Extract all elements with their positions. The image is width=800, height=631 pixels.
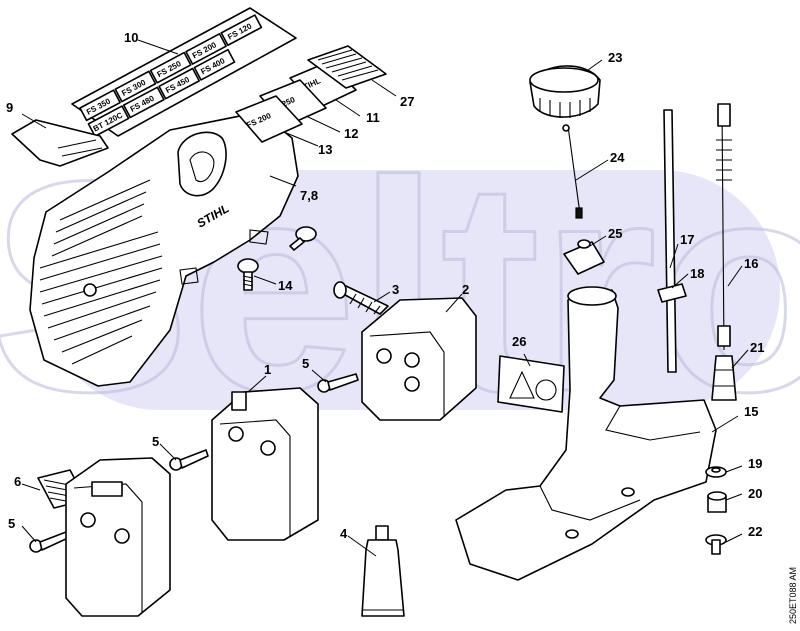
callout-17: 17: [680, 232, 694, 247]
callout-4: 4: [340, 526, 348, 541]
callout-22: 22: [748, 524, 762, 539]
callout-1: 1: [264, 362, 271, 377]
retainer-part-25: [563, 239, 605, 275]
screw-part-5-middle: [169, 449, 209, 471]
callout-6: 6: [14, 474, 21, 489]
callout-10: 10: [124, 30, 138, 45]
pickup-body-part-16: [716, 103, 732, 351]
callout-7-8: 7,8: [300, 188, 318, 203]
callout-26: 26: [512, 334, 526, 349]
leader-lines: [21, 39, 749, 557]
screw-part-7-8-fastener: [289, 226, 317, 251]
callout-20: 20: [748, 486, 762, 501]
screw-part-22: [705, 534, 727, 555]
callout-18: 18: [690, 266, 704, 281]
screw-part-14: [237, 258, 259, 291]
filter-pad-part-27: [307, 45, 387, 89]
callout-15: 15: [744, 404, 758, 419]
air-filter-part-1: [211, 387, 319, 541]
callout-21: 21: [750, 340, 764, 355]
callout-3: 3: [392, 282, 399, 297]
callout-16: 16: [744, 256, 758, 271]
screw-part-5-upper: [317, 373, 359, 393]
air-filter-part-2: [361, 297, 477, 421]
rubber-mount-part-20: [707, 491, 727, 513]
callout-12: 12: [344, 126, 358, 141]
fuel-tank-part-15: [455, 286, 717, 581]
grease-tube-part-4: [361, 525, 405, 617]
retainer-part-24: [562, 124, 583, 219]
callout-14: 14: [278, 278, 293, 293]
callout-24: 24: [610, 150, 625, 165]
callout-5-lower: 5: [8, 516, 15, 531]
fuel-cap-part-23: [529, 65, 601, 118]
callout-9: 9: [6, 100, 13, 115]
shroud-grille: [39, 179, 163, 365]
pickup-filter-part-21: [711, 355, 737, 401]
shroud-part-7-8: STIHL: [29, 111, 299, 387]
stud-part-3: [333, 281, 389, 315]
fuel-hose-part-17: [663, 109, 677, 373]
callout-25: 25: [608, 226, 622, 241]
callout-11: 11: [366, 110, 380, 125]
callout-19: 19: [748, 456, 762, 471]
filter-cover-lower: [65, 457, 171, 617]
callouts: 10 9 7,8 11 12 13 27 14 3 2 1 5 5 6 5 4 …: [6, 30, 764, 541]
decal-sheet-part-10: FS 120 FS 200 FS 250 FS 300 FS 350 FS 40…: [71, 7, 297, 138]
callout-5-middle: 5: [152, 434, 159, 449]
warning-label-part-26: [497, 355, 565, 413]
washer-part-19: [705, 466, 727, 478]
callout-2: 2: [462, 282, 469, 297]
callout-13: 13: [318, 142, 332, 157]
drawing-code: 250ET088 AM: [788, 567, 798, 624]
decal-part-13: FS 200: [235, 95, 303, 143]
callout-5-upper: 5: [302, 356, 309, 371]
clip-part-9: [11, 119, 109, 167]
callout-27: 27: [400, 94, 414, 109]
callout-23: 23: [608, 50, 622, 65]
